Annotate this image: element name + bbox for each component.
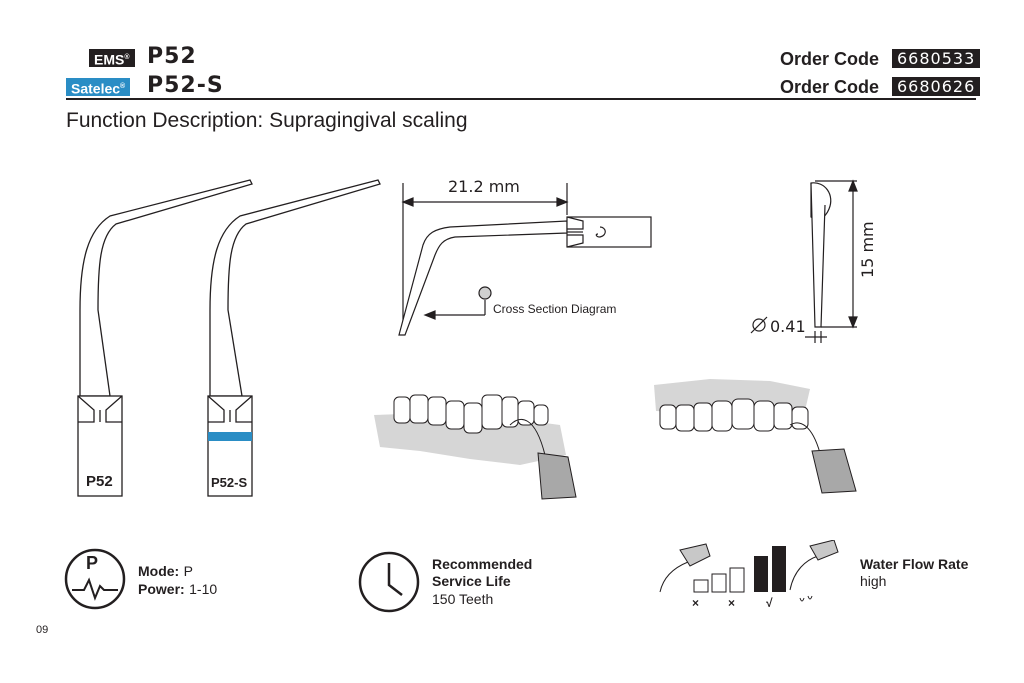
page-number: 09 [36,624,49,636]
header-divider [66,98,976,100]
order-code-2: 6680626 [892,77,981,96]
flow-bar-high-1 [754,556,768,592]
satelec-logo: Satelec® [66,78,131,97]
tip-illustrations [77,179,381,497]
height-diagram [750,179,858,343]
order-code-label-2: Order Code [780,77,880,97]
cross-section-label: Cross Section Diagram [493,302,617,316]
water-flow-label: Water Flow Rate [860,556,969,572]
function-description: Function Description: Supragingival scal… [66,109,468,132]
clock-icon [358,551,420,613]
service-line1: Recommended [432,556,533,572]
flow-mark-3: √ [766,596,773,610]
ems-logo: EMS® [89,49,135,68]
model-p52s: P52-S [147,73,224,98]
power-text: Power: 1-10 [138,581,218,597]
flow-bar-high-2 [772,546,786,592]
water-flow-graphic [659,540,839,602]
diameter-label: 0.41 [770,317,806,336]
flow-mark-2: × [728,596,736,610]
mode-text: Mode: P [138,563,194,579]
order-code-1: 6680533 [892,49,981,68]
model-p52: P52 [147,44,197,69]
tip-label-p52s: P52-S [211,475,248,490]
upper-jaw-illustration [654,379,857,494]
service-line2: Service Life [432,573,511,589]
mode-icon-letter: P [86,553,99,573]
flow-mark-1: × [692,596,700,610]
service-value: 150 Teeth [432,591,494,607]
order-code-label-1: Order Code [780,49,880,69]
lower-jaw-illustration [374,394,577,500]
color-ring [208,432,252,441]
water-flow-value: high [860,573,887,589]
length-label: 21.2 mm [448,177,520,196]
dimension-diagram [398,183,652,336]
mode-icon [64,548,126,610]
height-label: 15 mm [858,221,877,278]
tip-label-p52: P52 [86,473,113,490]
